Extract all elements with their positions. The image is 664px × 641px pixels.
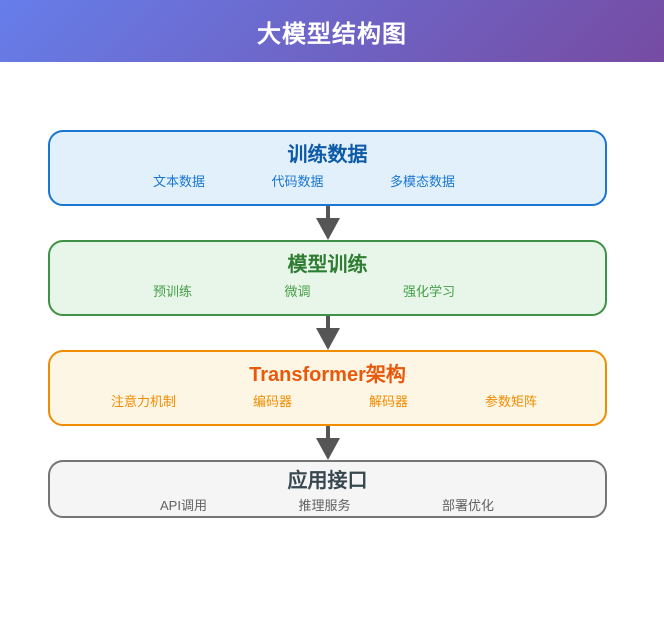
arrow-head — [315, 438, 340, 460]
layer-item: 参数矩阵 — [484, 394, 537, 409]
title-banner: 大模型结构图 — [0, 0, 664, 62]
layer-application-interface: 应用接口 API调用 推理服务 部署优化 — [48, 460, 607, 518]
layer-model-training: 模型训练 预训练 微调 强化学习 — [48, 240, 607, 316]
down-arrow-icon — [315, 316, 340, 350]
layer-item: 注意力机制 — [111, 394, 177, 409]
layer-item: 预训练 — [153, 284, 193, 299]
layer-item: API调用 — [160, 498, 207, 513]
layer-title: 应用接口 — [287, 470, 368, 492]
layer-transformer-architecture: Transformer架构 注意力机制 编码器 解码器 参数矩阵 — [48, 350, 607, 426]
layer-items-row: 预训练 微调 强化学习 — [50, 283, 605, 301]
layer-title: 模型训练 — [287, 254, 368, 276]
down-arrow-icon — [315, 206, 340, 240]
model-structure-diagram: 训练数据 文本数据 代码数据 多模态数据 模型训练 预训练 微调 强化学习 Tr… — [48, 130, 607, 518]
layer-item: 代码数据 — [271, 174, 324, 189]
layer-item: 微调 — [284, 284, 311, 299]
arrow-head — [315, 328, 340, 350]
layer-items-row: 注意力机制 编码器 解码器 参数矩阵 — [50, 393, 605, 411]
layer-items-row: API调用 推理服务 部署优化 — [50, 497, 605, 515]
arrow-head — [315, 218, 340, 240]
layer-item: 推理服务 — [298, 498, 351, 513]
layer-item: 强化学习 — [402, 284, 455, 299]
arrow-stem — [325, 206, 330, 218]
arrow-stem — [325, 316, 330, 328]
arrow-stem — [325, 426, 330, 438]
layer-item: 解码器 — [368, 394, 408, 409]
down-arrow-icon — [315, 426, 340, 460]
layer-item: 编码器 — [252, 394, 292, 409]
layer-items-row: 文本数据 代码数据 多模态数据 — [50, 173, 605, 191]
layer-training-data: 训练数据 文本数据 代码数据 多模态数据 — [48, 130, 607, 206]
layer-item: 文本数据 — [153, 174, 206, 189]
layer-title: Transformer架构 — [249, 364, 406, 386]
layer-item: 多模态数据 — [389, 174, 455, 189]
layer-title: 训练数据 — [287, 144, 368, 166]
layer-item: 部署优化 — [441, 498, 494, 513]
page-title: 大模型结构图 — [257, 20, 407, 48]
